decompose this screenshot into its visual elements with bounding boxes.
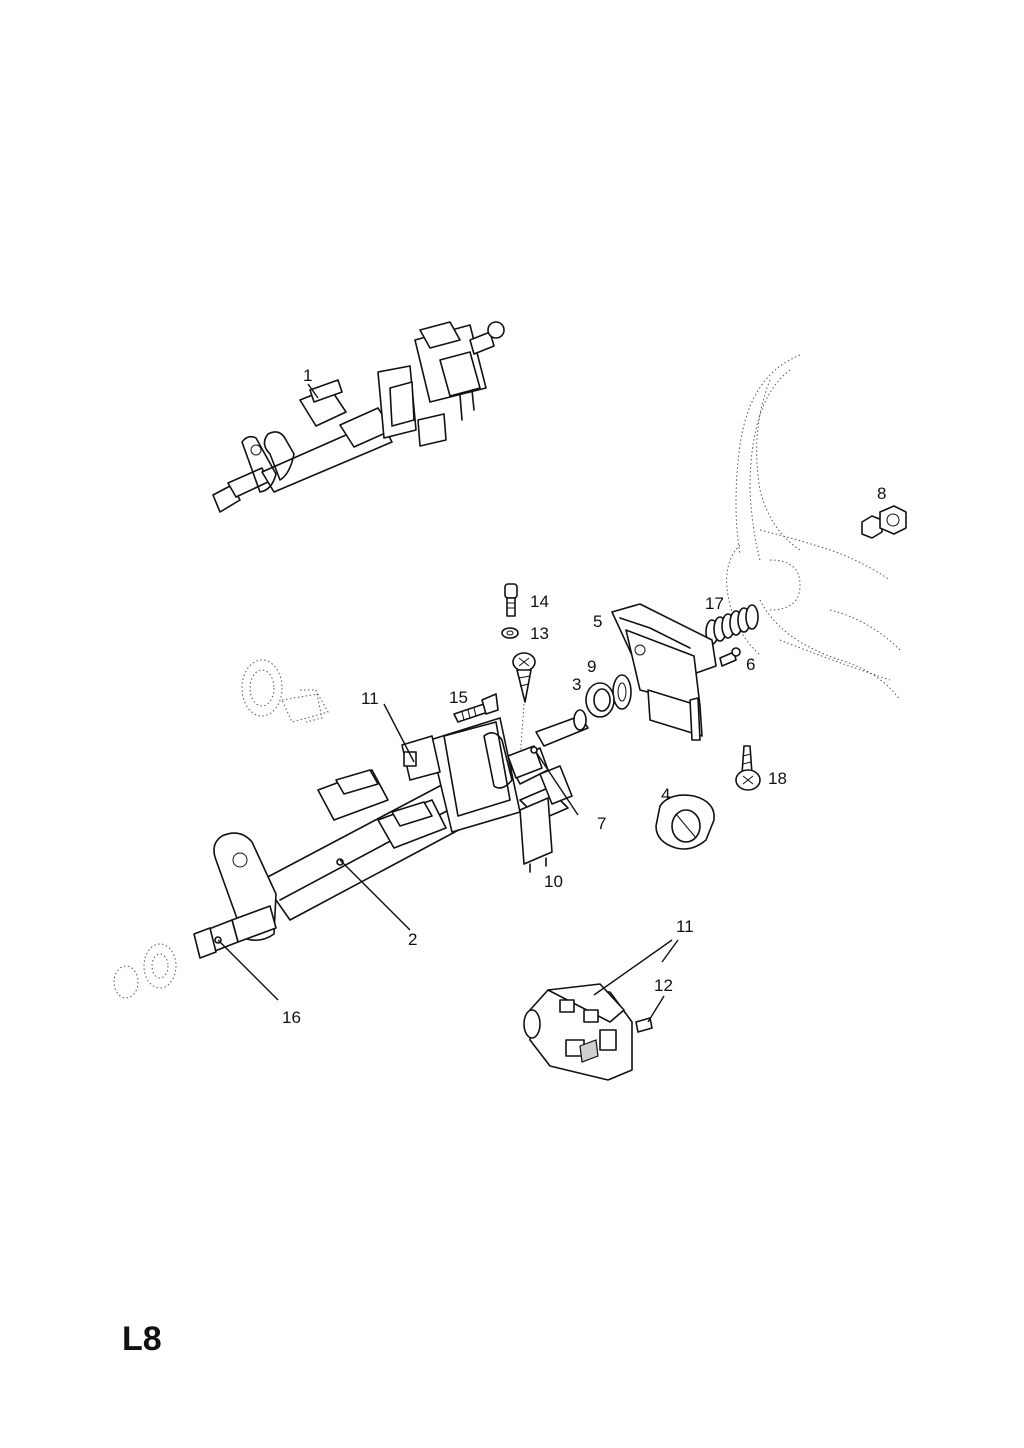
upper-housing [611, 603, 717, 741]
callout-7: 7 [597, 814, 606, 833]
bush [585, 682, 615, 718]
callout-4: 4 [661, 785, 670, 804]
callout-6: 6 [746, 655, 755, 674]
washer [501, 627, 519, 639]
callout-15: 15 [449, 688, 468, 707]
steering-column-assembly-overview [212, 321, 505, 513]
faded-nut-washer [113, 943, 177, 999]
callout-3: 3 [572, 675, 581, 694]
faded-gear-part [241, 659, 329, 723]
callout-labels: 1 2 3 4 5 6 7 8 9 10 11 11 12 13 14 15 1… [282, 366, 886, 1027]
clamp [507, 745, 543, 779]
callout-16: 16 [282, 1008, 301, 1027]
nut-and-washer [861, 505, 907, 539]
spring [705, 604, 759, 645]
bolt [504, 583, 518, 617]
switch-bracket [519, 765, 573, 873]
callout-11-upper: 11 [361, 689, 379, 708]
bearing-ring [612, 674, 632, 710]
ring-clamp [655, 794, 715, 850]
stud [453, 693, 499, 723]
background-outline [726, 354, 901, 701]
callout-11-lower: 11 [676, 917, 694, 936]
callout-18: 18 [768, 769, 787, 788]
lock-housing [523, 983, 633, 1081]
tapping-screw [512, 652, 536, 761]
callout-14: 14 [530, 592, 549, 611]
callout-1: 1 [303, 366, 312, 385]
callout-10: 10 [544, 872, 563, 891]
callout-2: 2 [408, 930, 417, 949]
callout-9: 9 [587, 657, 596, 676]
leader-lines [217, 703, 679, 1023]
callout-8: 8 [877, 484, 886, 503]
callout-17: 17 [705, 594, 724, 613]
column-lower-end [193, 832, 277, 959]
callout-13: 13 [530, 624, 549, 643]
small-screw [719, 647, 741, 667]
steering-column-tube [261, 709, 589, 921]
page-code: L8 [122, 1320, 162, 1358]
callout-5: 5 [593, 612, 602, 631]
callout-12: 12 [654, 976, 673, 995]
tapping-screw-large [735, 745, 761, 791]
